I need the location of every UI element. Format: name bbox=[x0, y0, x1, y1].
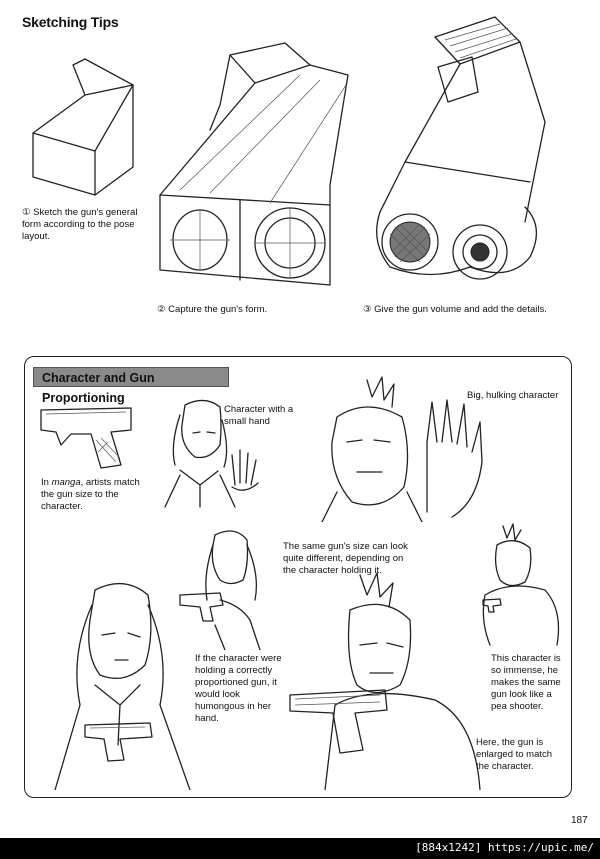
girl-holding-gun-sketch bbox=[179, 530, 261, 650]
girl-small-hand-sketch bbox=[164, 399, 259, 508]
page-heading: Sketching Tips bbox=[22, 14, 119, 30]
note-small-hand: Character with a small hand bbox=[224, 404, 294, 427]
hulking-character-head-sketch bbox=[321, 376, 483, 522]
note-pea-shooter: This character is so immense, he makes t… bbox=[491, 653, 561, 712]
sketch-step3-shaded-gun bbox=[376, 16, 546, 280]
step3-caption: ③ Give the gun volume and add the detail… bbox=[363, 304, 547, 315]
step1-caption: ① Sketch the gun's general form accordin… bbox=[22, 207, 138, 242]
proportioning-panel bbox=[24, 356, 572, 798]
watermark-text: [884x1242] https://upic.me/ bbox=[415, 841, 594, 854]
step2-caption: ② Capture the gun's form. bbox=[157, 304, 268, 315]
note-same-gun: The same gun's size can look quite diffe… bbox=[283, 541, 408, 576]
muscular-man-large-gun-sketch bbox=[289, 572, 481, 790]
note-enlarged: Here, the gun is enlarged to match the c… bbox=[476, 737, 553, 772]
note-hulking: Big, hulking character bbox=[467, 390, 559, 401]
note-humongous: If the character were holding a correctl… bbox=[195, 653, 282, 724]
muscular-man-small-gun-sketch bbox=[482, 523, 560, 646]
sketch-step1-box bbox=[32, 58, 134, 196]
note-manga-match: In manga, artists match the gun size to … bbox=[41, 477, 140, 512]
footer-bar bbox=[0, 838, 600, 859]
large-girl-with-gun-sketch bbox=[54, 583, 191, 790]
pistol-reference-sketch bbox=[40, 407, 132, 469]
panel-title: Character and Gun Proportioning bbox=[33, 367, 229, 405]
page-number: 187 bbox=[571, 815, 588, 826]
sketch-step2-wireframe-gun bbox=[159, 42, 349, 286]
